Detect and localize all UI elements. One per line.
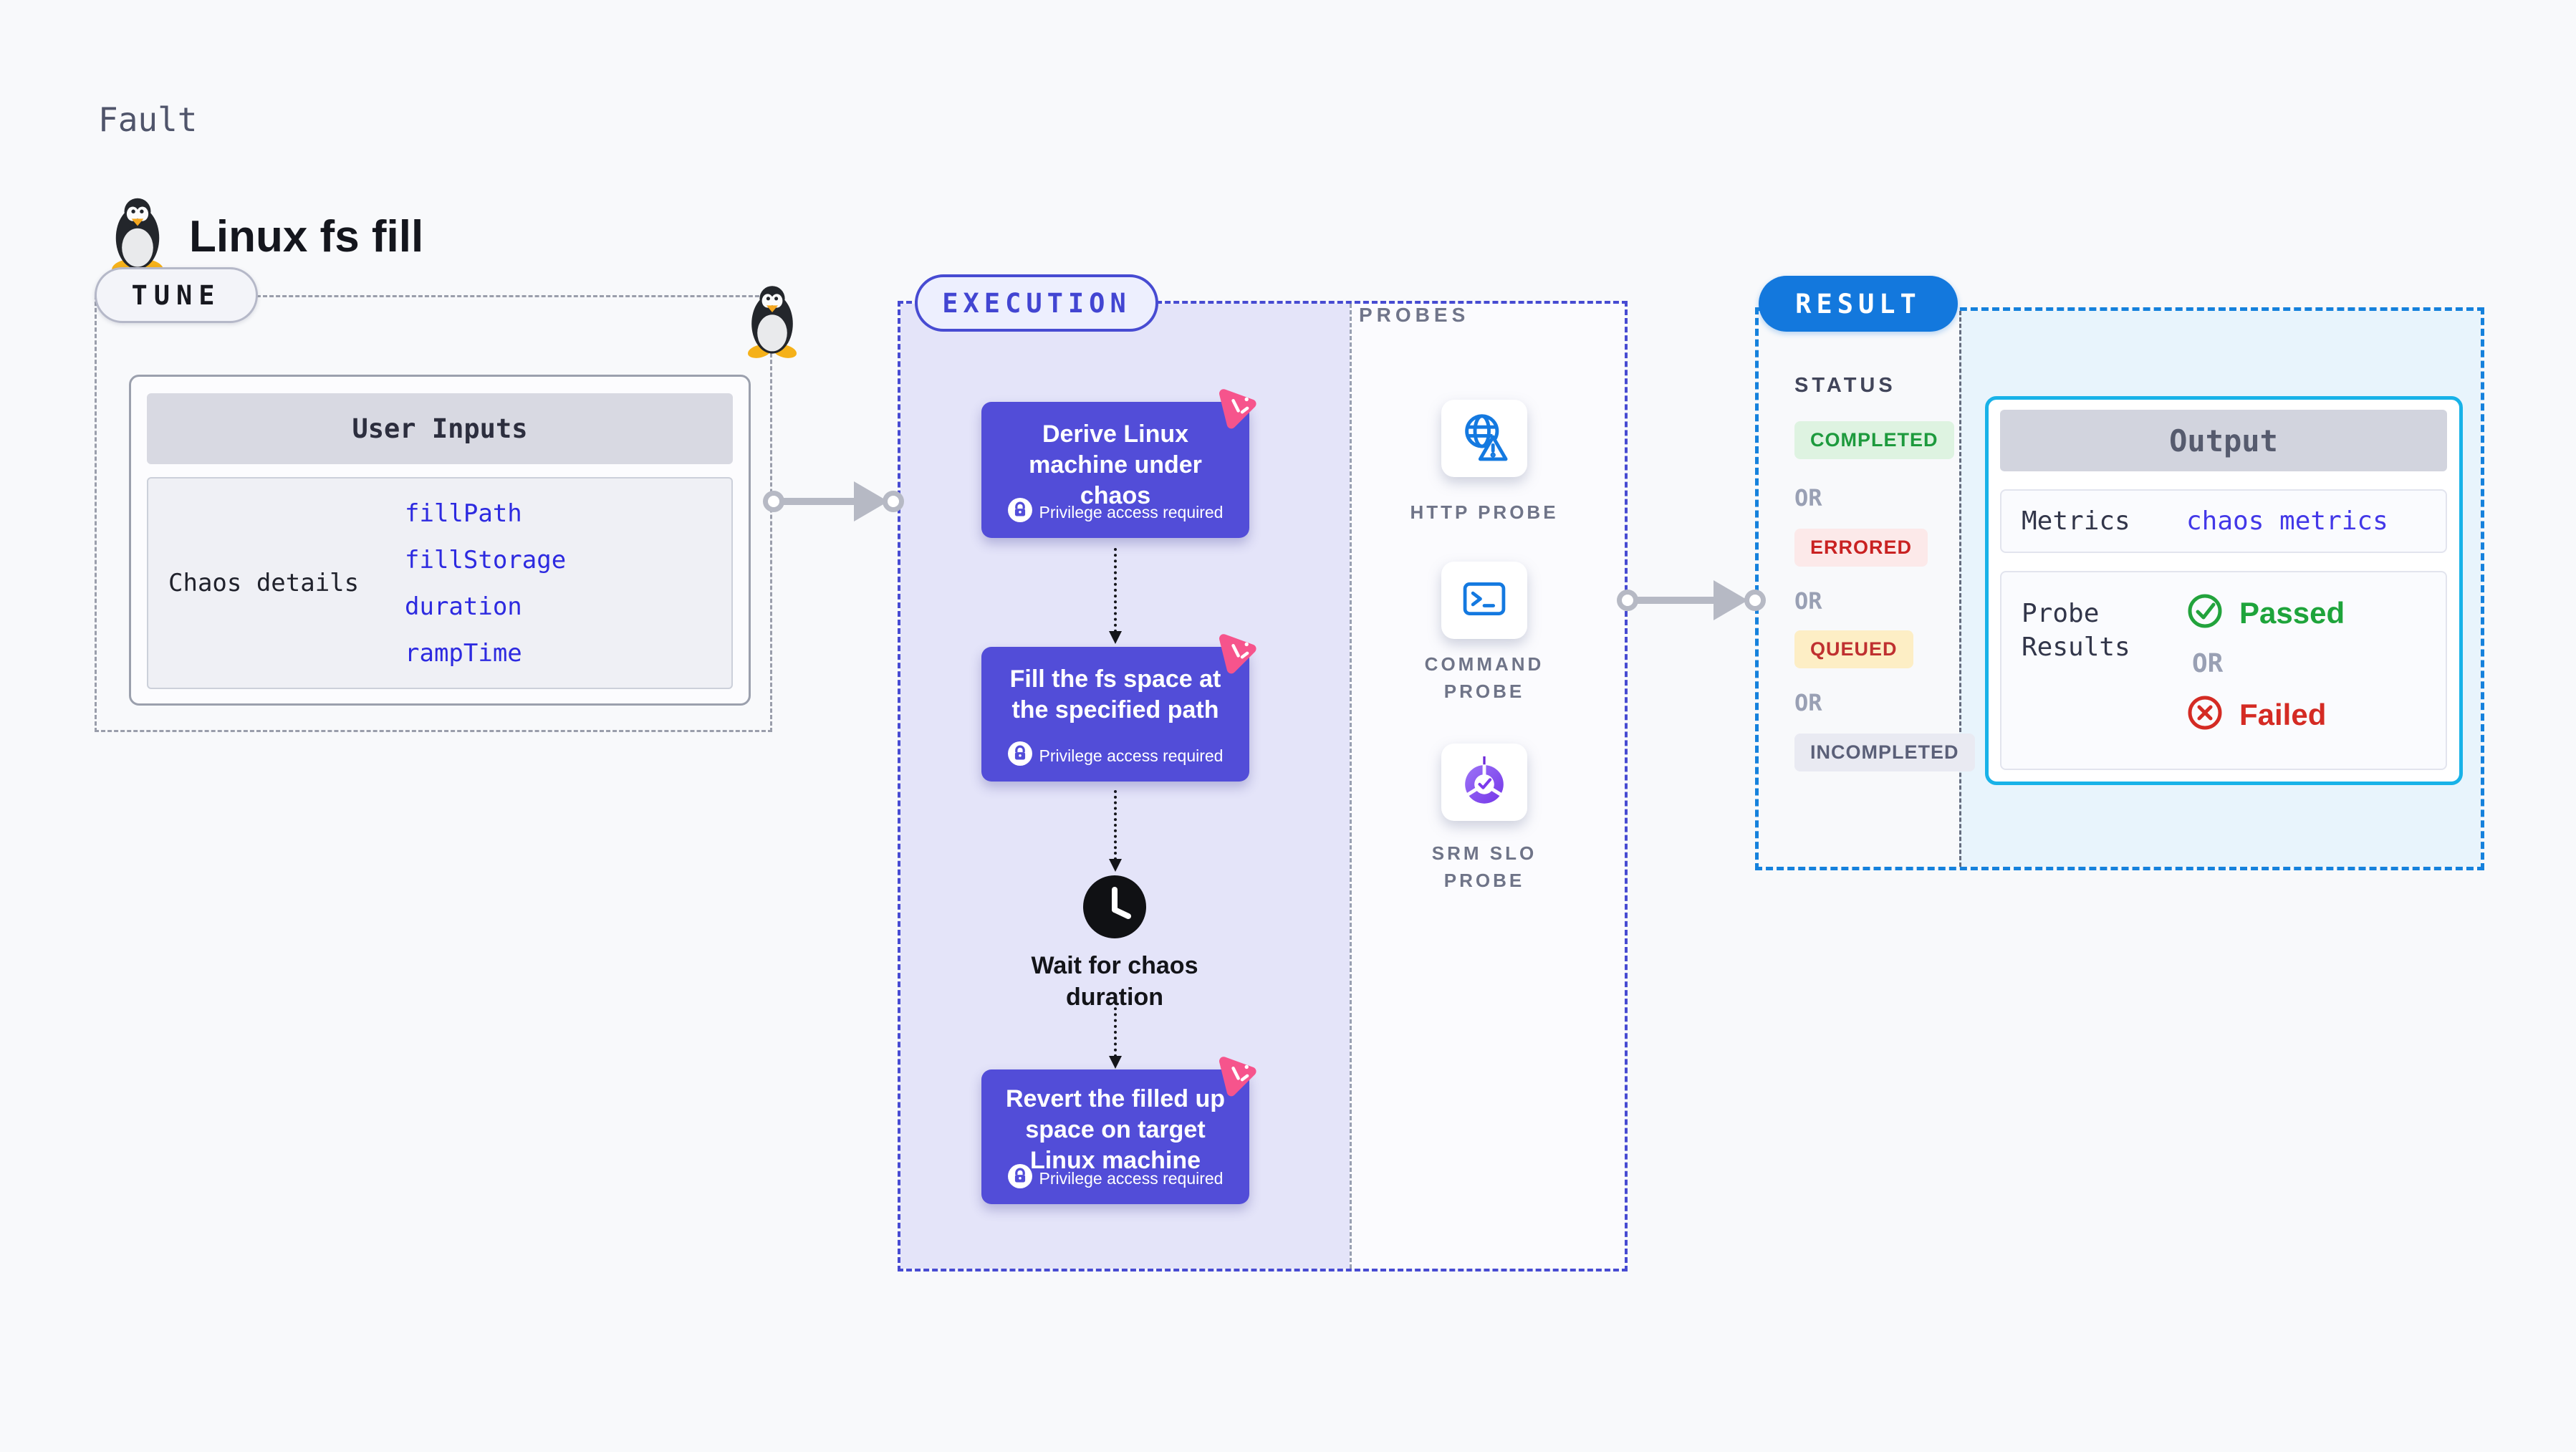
metrics-row: Metrics chaos metrics <box>2000 489 2447 553</box>
check-circle-icon <box>2186 592 2224 633</box>
connector-start-dot <box>763 491 784 512</box>
chaos-fault-icon <box>1213 630 1259 675</box>
tux-penguin-icon-small <box>744 277 801 369</box>
x-circle-icon <box>2186 694 2224 735</box>
connector-arrowhead <box>1714 580 1748 620</box>
srm-slo-probe-label: SRM SLO PROBE <box>1431 842 1537 891</box>
step-title: Revert the filled up space on target Lin… <box>1005 1085 1226 1174</box>
slo-donut-check-icon <box>1456 753 1512 812</box>
command-probe-label: COMMAND PROBE <box>1424 653 1544 702</box>
clock-icon <box>1080 872 1149 945</box>
page-title-row: Linux fs fill <box>107 185 423 289</box>
or-separator: OR <box>2192 649 2224 678</box>
flow-arrow-2 <box>1109 790 1122 872</box>
terminal-icon <box>1457 572 1512 630</box>
fault-category-label: Fault <box>98 100 198 139</box>
tux-penguin-icon <box>107 185 168 289</box>
status-title: STATUS <box>1794 374 1896 397</box>
failed-label: Failed <box>2239 697 2327 731</box>
status-badge-queued: QUEUED <box>1794 630 1913 668</box>
chaos-params-list: fillPath fillStorage duration rampTime <box>405 479 731 688</box>
connector-end-dot <box>883 491 904 512</box>
connector-line <box>1635 597 1718 604</box>
connector-line <box>781 498 858 505</box>
user-inputs-header: User Inputs <box>147 393 733 464</box>
output-title: Output <box>2169 423 2278 458</box>
lock-icon <box>1007 1164 1032 1193</box>
tune-pill: TUNE <box>95 267 258 323</box>
passed-label: Passed <box>2239 595 2345 630</box>
probe-results-label: Probe Results <box>2022 599 2130 662</box>
probe-results-values: Passed OR Failed <box>2186 572 2345 769</box>
status-badge-errored: ERRORED <box>1794 529 1928 567</box>
status-badge-completed: COMPLETED <box>1794 421 1954 459</box>
chaos-details-label: Chaos details <box>168 569 360 597</box>
user-inputs-title: User Inputs <box>352 413 528 444</box>
globe-alert-icon <box>1456 409 1512 468</box>
lock-icon <box>1007 498 1032 527</box>
or-separator: OR <box>1794 484 1822 511</box>
param-ramptime: rampTime <box>405 638 522 668</box>
connector-start-dot <box>1617 590 1638 611</box>
privilege-note: Privilege access required <box>1039 1168 1224 1188</box>
connector-end-dot <box>1744 590 1766 611</box>
user-inputs-body: Chaos details fillPath fillStorage durat… <box>147 477 733 689</box>
command-probe-card[interactable] <box>1441 562 1527 639</box>
lock-icon <box>1007 741 1032 770</box>
metrics-value-link[interactable]: chaos metrics <box>2186 506 2388 536</box>
passed-line: Passed <box>2186 592 2345 633</box>
wait-step-label: Wait for chaos duration <box>1031 952 1198 1011</box>
step-card-derive-machine[interactable]: Derive Linux machine under chaos Privile… <box>981 389 1256 538</box>
param-fillstorage: fillStorage <box>405 545 567 574</box>
output-header: Output <box>2000 410 2447 471</box>
or-separator: OR <box>1794 587 1822 615</box>
step-title: Derive Linux machine under chaos <box>1029 420 1202 509</box>
http-probe-card[interactable] <box>1441 400 1527 477</box>
chaos-fault-icon <box>1213 1052 1259 1098</box>
tune-section-box <box>95 295 772 732</box>
chaos-fault-icon <box>1213 385 1259 431</box>
flow-arrow-1 <box>1109 548 1122 644</box>
privilege-note: Privilege access required <box>1039 502 1224 521</box>
failed-line: Failed <box>2186 694 2345 735</box>
step-card-fill-fs[interactable]: Fill the fs space at the specified path … <box>981 634 1256 782</box>
execution-pill: EXECUTION <box>915 274 1158 332</box>
metrics-label: Metrics <box>2022 506 2130 536</box>
flow-arrow-3 <box>1109 1001 1122 1069</box>
result-pill: RESULT <box>1759 276 1958 332</box>
probes-title: PROBES <box>1359 304 1470 326</box>
status-badge-incompleted: INCOMPLETED <box>1794 734 1975 771</box>
probe-results-row: Probe Results Passed OR Failed <box>2000 571 2447 770</box>
param-duration: duration <box>405 592 522 621</box>
step-card-revert-space[interactable]: Revert the filled up space on target Lin… <box>981 1057 1256 1204</box>
http-probe-label: HTTP PROBE <box>1410 501 1559 523</box>
privilege-note: Privilege access required <box>1039 746 1224 765</box>
or-separator: OR <box>1794 689 1822 716</box>
step-title: Fill the fs space at the specified path <box>1009 665 1221 723</box>
page-title: Linux fs fill <box>189 212 424 261</box>
srm-slo-probe-card[interactable] <box>1441 744 1527 821</box>
param-fillpath: fillPath <box>405 499 522 528</box>
